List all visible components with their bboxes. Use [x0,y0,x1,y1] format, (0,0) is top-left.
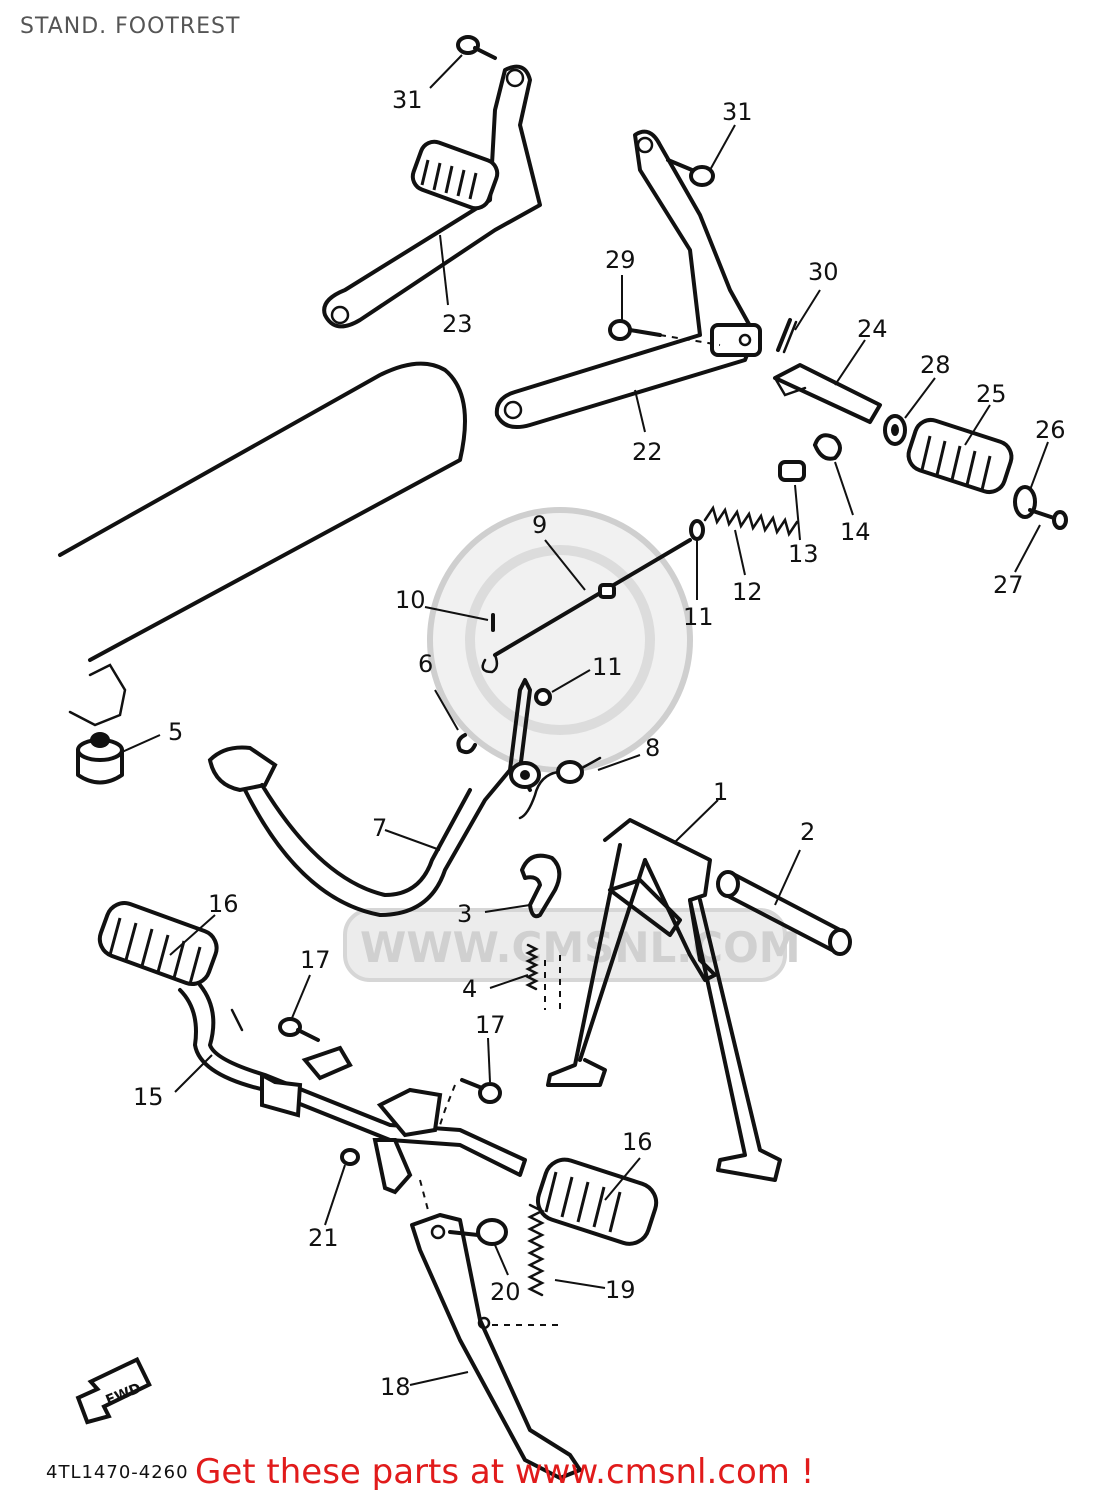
callout-6: 6 [418,650,433,678]
callout-2: 2 [800,818,815,846]
callout-1: 1 [713,778,728,806]
callout-5: 5 [168,718,183,746]
callout-27: 27 [993,571,1024,599]
part-2-pivot-shaft [716,870,852,956]
watermark-text: WWW.CMSNL.COM [360,923,801,972]
forward-direction-arrow-icon: FWD [75,1356,152,1425]
part-8-brake-spring [518,756,602,820]
callout-23: 23 [442,310,473,338]
part-3-stopper-bracket [520,853,562,919]
part-28-washer [883,414,907,446]
part-18-side-stand [410,1179,582,1480]
part-7-brake-pedal [207,678,541,917]
callout-19: 19 [605,1276,636,1304]
callout-21: 21 [308,1224,339,1252]
callout-15: 15 [133,1083,164,1111]
callout-11: 11 [683,603,714,631]
callout-3: 3 [457,900,472,928]
part-24-footrest-shaft [773,363,882,424]
part-1-main-stand [546,818,782,1182]
part-4-return-spring [525,943,561,1010]
callout-18: 18 [380,1373,411,1401]
callout-9: 9 [532,511,547,539]
callout-31: 31 [392,86,423,114]
part-16-front-footrest-rubber-right [536,1157,659,1246]
part-15-front-footrest-bar [178,983,527,1195]
part-30-cotter-pin [776,318,798,354]
part-27-screw [1028,508,1068,530]
part-20-pivot-bolt [448,1218,508,1246]
callout-8: 8 [645,734,660,762]
part-19-side-stand-spring [492,1203,560,1326]
callout-11: 11 [592,653,623,681]
callout-26: 26 [1035,416,1066,444]
part-5-damper [76,732,124,785]
callout-22: 22 [632,438,663,466]
part-29-pin [608,319,721,346]
part-16-front-footrest-rubber-left [97,901,219,986]
page-title: STAND. FOOTREST [20,14,241,39]
part-10-cotter-pin [481,613,499,674]
callout-14: 14 [840,518,871,546]
part-12-spring [703,505,799,537]
callout-7: 7 [372,814,387,842]
part-11-nut-lower [534,688,552,706]
callout-leaders [121,54,1049,1386]
callout-30: 30 [808,258,839,286]
callout-16: 16 [622,1128,653,1156]
part-13-collar [778,460,806,482]
part-9-brake-rod [493,538,692,657]
part-11-nut-upper [689,519,705,541]
callout-numbers: 31 31 23 29 30 24 28 25 26 27 22 14 13 1… [133,86,1066,1401]
callout-29: 29 [605,246,636,274]
callout-17: 17 [300,946,331,974]
callout-17: 17 [475,1011,506,1039]
part-23-rear-footrest-bracket-left [322,64,542,329]
callout-4: 4 [462,975,477,1003]
part-17-bolt-right [460,1078,502,1104]
part-31-bolt-left [456,35,497,60]
catalog-code: 4TL1470-4260 [46,1462,189,1483]
part-21-nut [340,1148,360,1166]
part-22-rear-footrest-bracket-right [494,129,762,429]
cta-link[interactable]: Get these parts at www.cmsnl.com ! [195,1452,815,1492]
part-14-clip [813,433,842,461]
watermark-logo: WWW.CMSNL.COM [343,507,801,982]
callout-24: 24 [857,315,888,343]
part-31-bolt-right [666,158,715,187]
callout-13: 13 [788,540,819,568]
part-6-e-clip [456,733,477,755]
callout-31: 31 [722,98,753,126]
callout-10: 10 [395,586,426,614]
callout-16: 16 [208,890,239,918]
part-17-bolt-left [278,1017,320,1042]
callout-25: 25 [976,380,1007,408]
callout-12: 12 [732,578,763,606]
muffler [58,361,467,727]
callout-20: 20 [490,1278,521,1306]
callout-28: 28 [920,351,951,379]
part-25-rear-footrest-rubber [906,417,1014,495]
